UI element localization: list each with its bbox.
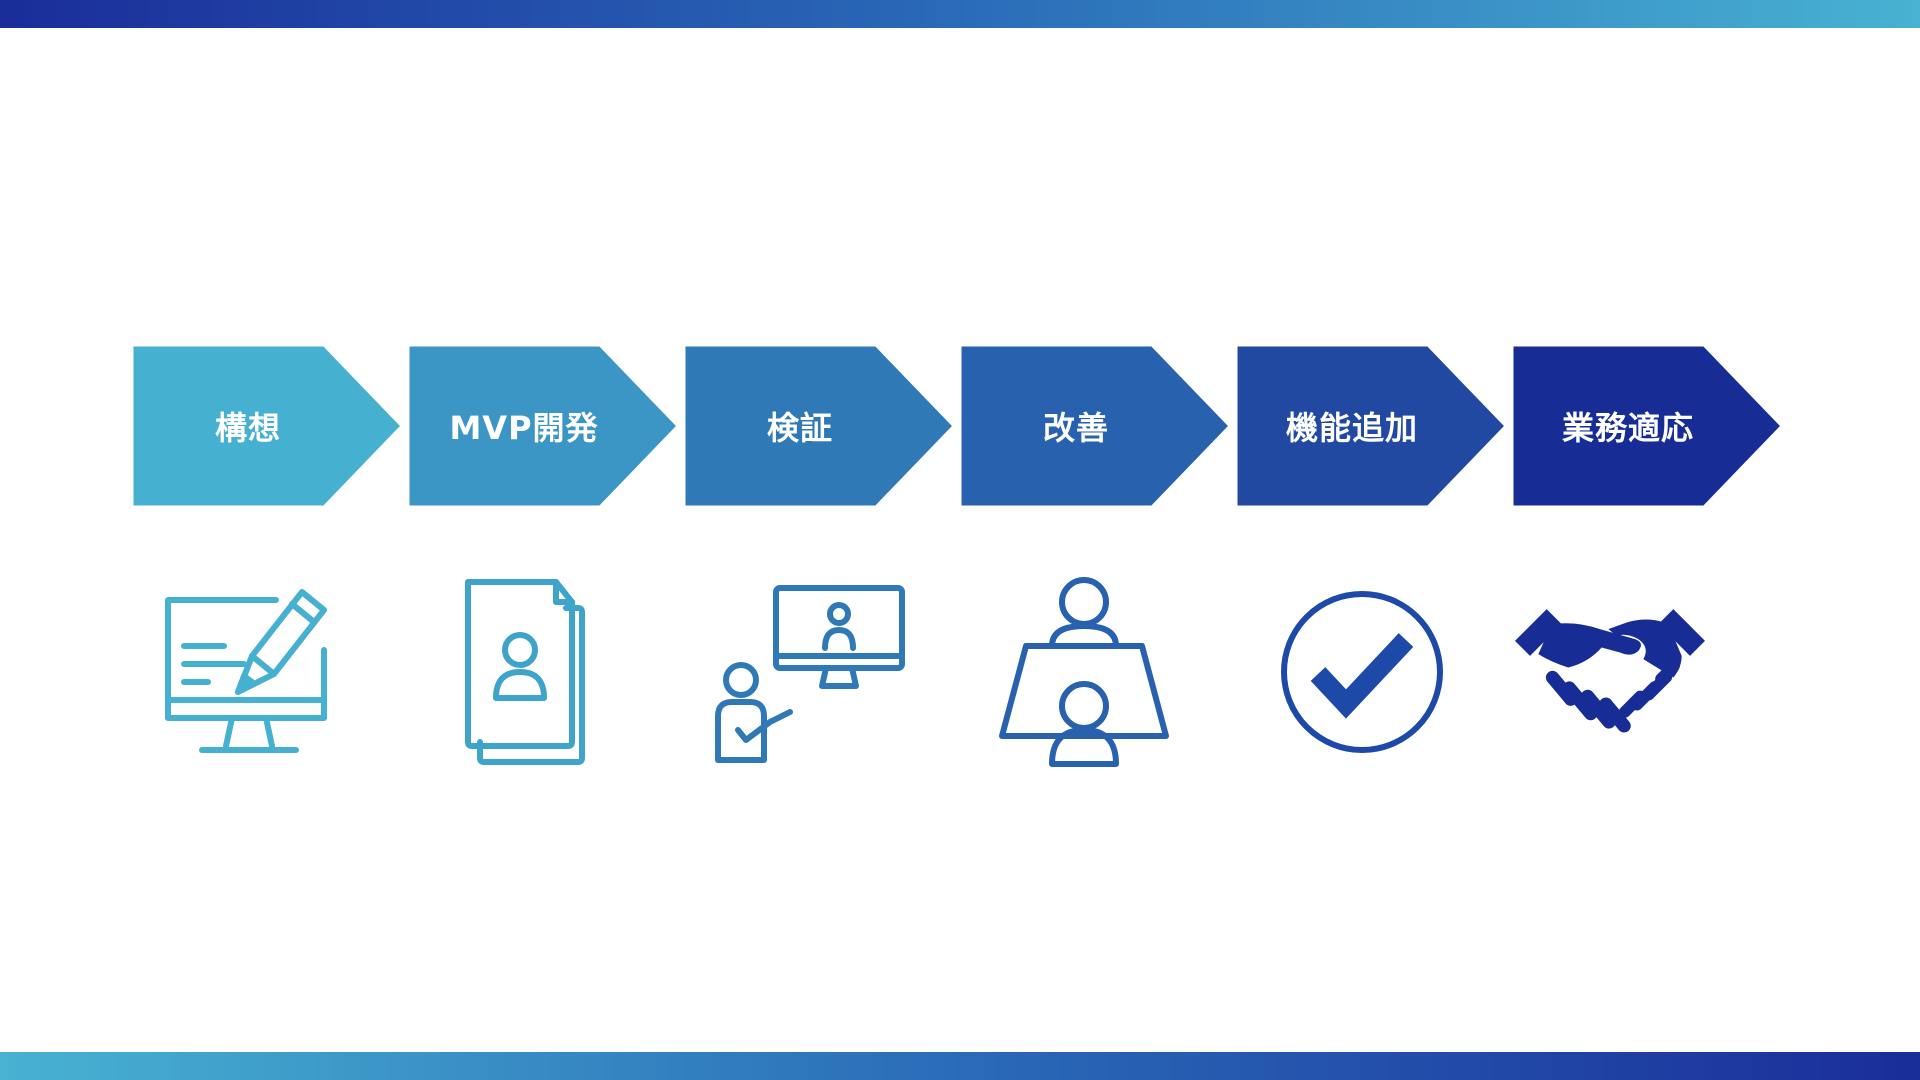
step-6-business-adoption: 業務適応	[1510, 343, 1785, 509]
step-label: 構想	[214, 409, 281, 447]
chevron-shape	[958, 343, 1233, 509]
step-label: 改善	[1042, 409, 1109, 447]
top-gradient-bar	[0, 0, 1920, 28]
meeting-table-icon	[984, 570, 1184, 780]
document-person-icon	[432, 570, 632, 780]
step-2-mvp: MVP開発	[406, 343, 681, 509]
check-circle-icon	[1262, 570, 1462, 780]
step-label: MVP開発	[449, 409, 599, 447]
computer-pencil-icon	[156, 570, 356, 780]
chevron-shape	[130, 343, 405, 509]
chevron-shape	[1234, 343, 1509, 509]
presenter-screen-icon	[708, 570, 908, 780]
step-4-improvement: 改善	[958, 343, 1233, 509]
step-3-verification: 検証	[682, 343, 957, 509]
step-5-feature-addition: 機能追加	[1234, 343, 1509, 509]
chevron-shape	[406, 343, 681, 509]
chevron-shape	[1510, 343, 1785, 509]
step-label: 機能追加	[1285, 409, 1418, 447]
step-label: 検証	[766, 409, 833, 447]
handshake-icon	[1510, 570, 1710, 780]
step-1-concept: 構想	[130, 343, 405, 509]
step-label: 業務適応	[1561, 409, 1694, 447]
bottom-gradient-bar	[0, 1052, 1920, 1080]
chevron-shape	[682, 343, 957, 509]
